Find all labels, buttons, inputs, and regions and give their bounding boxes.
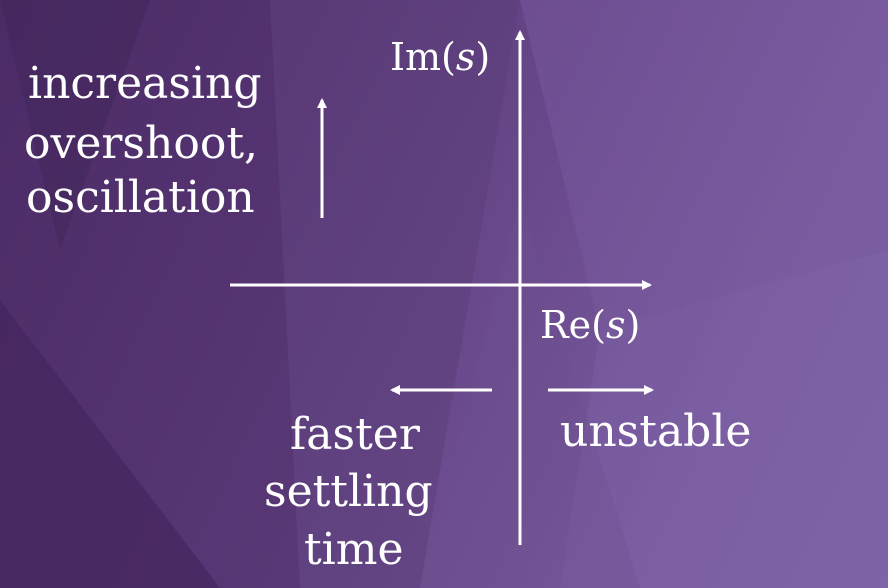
- overshoot-line-3: oscillation: [26, 172, 255, 223]
- settling-line-1: faster: [290, 409, 420, 460]
- settling-line-3: time: [304, 524, 404, 575]
- imaginary-axis-label: Im(s): [390, 35, 491, 79]
- overshoot-line-1: increasing: [28, 58, 262, 109]
- real-axis-label: Re(s): [540, 303, 641, 347]
- overshoot-line-2: overshoot,: [24, 118, 258, 169]
- unstable-label: unstable: [560, 406, 752, 457]
- settling-line-2: settling: [264, 466, 433, 517]
